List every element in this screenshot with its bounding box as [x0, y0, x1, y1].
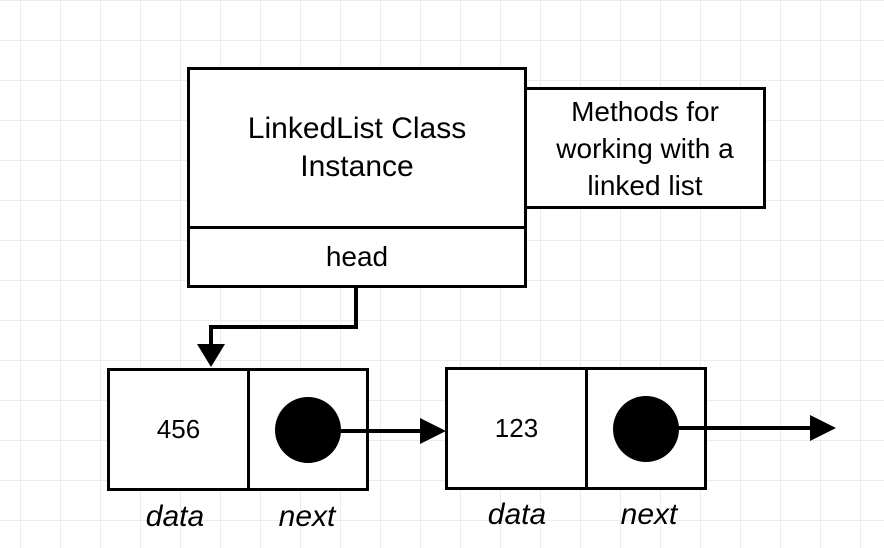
- methods-box: Methods for working with a linked list: [524, 87, 766, 209]
- methods-label: Methods for working with a linked list: [556, 95, 734, 201]
- node-1-data-cell: 456: [107, 368, 250, 491]
- node-1-next-arrow: [340, 418, 446, 444]
- node-1-data-label: data: [145, 500, 205, 533]
- node-2-next-label: next: [620, 498, 678, 531]
- node-2-next-arrow: [678, 415, 836, 441]
- head-field-box: head: [187, 226, 527, 288]
- head-label: head: [325, 241, 389, 272]
- linkedlist-class-box: LinkedList Class Instance: [187, 67, 527, 229]
- node-2-data-value: 123: [494, 413, 539, 443]
- node-1-pointer-dot: [275, 396, 341, 463]
- node-2-pointer-dot: [613, 395, 679, 462]
- node-1-data-value: 456: [156, 414, 201, 444]
- linkedlist-class-label: LinkedList Class Instance: [247, 112, 467, 183]
- node-1-next-label: next: [278, 500, 336, 533]
- node-2-data-label: data: [487, 498, 547, 531]
- head-pointer-arrow: [197, 288, 358, 367]
- node-2-next-cell: [585, 367, 707, 490]
- node-2-data-cell: 123: [445, 367, 588, 490]
